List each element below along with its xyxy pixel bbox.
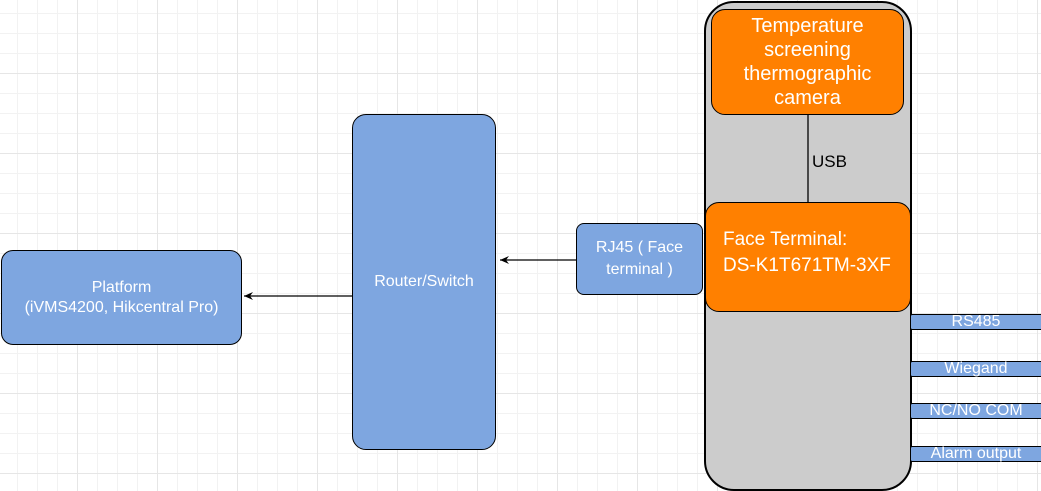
- port-rs485[interactable]: RS485: [910, 314, 1041, 330]
- port-alarm-output[interactable]: Alarm output: [910, 446, 1041, 462]
- platform-node[interactable]: Platform (iVMS4200, Hikcentral Pro): [1, 250, 242, 345]
- face-terminal-node[interactable]: Face Terminal: DS-K1T671TM-3XF: [705, 202, 911, 312]
- connectors: [244, 115, 809, 300]
- thermographic-camera-label: Temperature screening thermographic came…: [743, 15, 872, 109]
- port-nc-no-com[interactable]: NC/NO COM: [910, 403, 1041, 419]
- usb-label: USB: [812, 152, 847, 171]
- router-switch-node[interactable]: Router/Switch: [352, 114, 496, 450]
- router-switch-label: Router/Switch: [374, 273, 474, 290]
- rj45-node[interactable]: RJ45 ( Face terminal ): [576, 223, 703, 295]
- face-terminal-label: Face Terminal: DS-K1T671TM-3XF: [723, 229, 891, 276]
- port-wiegand[interactable]: Wiegand: [910, 361, 1041, 377]
- rj45-label: RJ45 ( Face terminal ): [595, 239, 684, 278]
- platform-label: Platform (iVMS4200, Hikcentral Pro): [24, 278, 219, 316]
- thermographic-camera-node[interactable]: Temperature screening thermographic came…: [711, 9, 904, 115]
